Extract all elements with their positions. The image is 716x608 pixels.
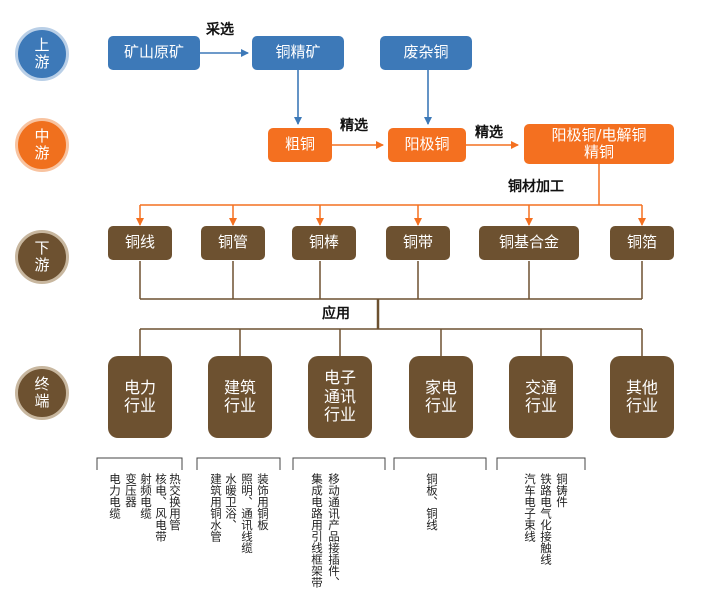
label-refine-2: 精选 xyxy=(475,125,503,141)
stage-downstream-badge: 下 游 xyxy=(15,230,69,284)
label-application: 应用 xyxy=(322,306,350,322)
product-copper-rod: 铜棒 xyxy=(292,226,356,260)
use-transport-1: 汽车电子束线 xyxy=(523,473,537,542)
use-transport-3: 铜铸件 xyxy=(555,473,569,508)
use-power-1: 电力电缆 xyxy=(108,473,122,519)
label-refine-1: 精选 xyxy=(340,118,368,134)
product-copper-foil: 铜箔 xyxy=(610,226,674,260)
industry-appliance: 家电 行业 xyxy=(409,356,473,438)
industry-construction: 建筑 行业 xyxy=(208,356,272,438)
product-copper-strip: 铜带 xyxy=(386,226,450,260)
product-copper-wire: 铜线 xyxy=(108,226,172,260)
use-power-4: 核电、风电带 xyxy=(154,473,168,542)
use-construction-2: 水暖卫浴、 xyxy=(224,473,238,531)
industry-other: 其他 行业 xyxy=(610,356,674,438)
use-brackets xyxy=(96,457,586,470)
use-power-3: 射频电缆 xyxy=(139,473,153,519)
node-cathode-copper: 阳极铜/电解铜 精铜 xyxy=(524,124,674,164)
label-processing: 铜材加工 xyxy=(508,179,564,195)
stage-terminal-badge: 终 端 xyxy=(15,366,69,420)
products-merge xyxy=(139,261,643,356)
stage-midstream-badge: 中 游 xyxy=(15,118,69,172)
product-copper-alloy: 铜基合金 xyxy=(479,226,579,260)
stage-upstream-badge: 上 游 xyxy=(15,27,69,81)
industry-electronics: 电子 通讯 行业 xyxy=(308,356,372,438)
industry-power: 电力 行业 xyxy=(108,356,172,438)
processing-branch xyxy=(136,163,646,226)
use-construction-3: 照明、通讯线缆 xyxy=(240,473,254,554)
node-copper-concentrate: 铜精矿 xyxy=(252,36,344,70)
product-copper-tube: 铜管 xyxy=(201,226,265,260)
use-appliance-1: 铜板、铜线 xyxy=(425,473,439,531)
use-electronics-2: 移动通讯产品接插件、 xyxy=(327,473,341,588)
use-power-5: 热交换用管 xyxy=(168,473,182,531)
use-construction-1: 建筑用铜水管 xyxy=(209,473,223,542)
use-electronics-1: 集成电路用引线框架带 xyxy=(310,473,324,588)
node-blister-copper: 粗铜 xyxy=(268,128,332,162)
node-scrap-copper: 废杂铜 xyxy=(380,36,472,70)
node-mine-ore: 矿山原矿 xyxy=(108,36,200,70)
use-power-2: 变压器 xyxy=(124,473,138,508)
industry-transport: 交通 行业 xyxy=(509,356,573,438)
use-construction-4: 装饰用铜板 xyxy=(256,473,270,531)
node-anode-copper: 阳极铜 xyxy=(388,128,466,162)
use-transport-2: 铁路电气化接触线 xyxy=(539,473,553,565)
label-mining: 采选 xyxy=(206,22,234,38)
